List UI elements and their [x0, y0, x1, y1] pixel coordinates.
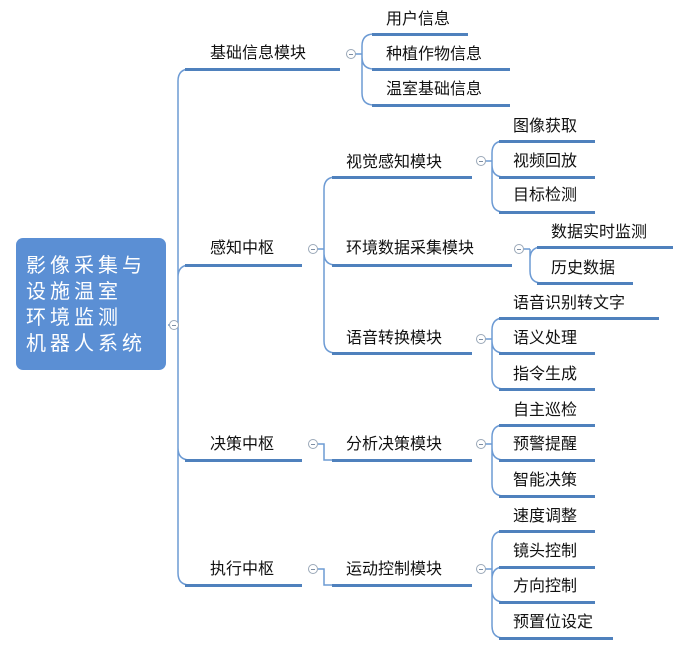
leaf-speed-adjust-underline	[499, 530, 595, 533]
leaf-target-detection[interactable]: 目标检测	[513, 185, 578, 204]
leaf-alert-reminder[interactable]: 预警提醒	[513, 434, 578, 453]
analysis-collapse-icon[interactable]	[476, 439, 486, 449]
module-motion-underline	[332, 584, 472, 587]
leaf-video-playback[interactable]: 视频回放	[513, 151, 578, 170]
basic-info-connector	[352, 33, 375, 106]
leaf-user-info[interactable]: 用户信息	[386, 9, 451, 28]
branch-basic-info-underline	[185, 68, 340, 71]
leaf-lens-control[interactable]: 镜头控制	[513, 541, 578, 560]
root-line-3: 环境监测	[26, 305, 122, 329]
module-voice-underline	[332, 352, 472, 355]
leaf-command-generation[interactable]: 指令生成	[513, 364, 578, 383]
leaf-greenhouse-info-underline	[372, 104, 510, 107]
leaf-direction-control-underline	[499, 601, 595, 604]
leaf-history-data-underline	[537, 282, 633, 285]
branch-execution[interactable]: 执行中枢	[210, 559, 275, 578]
leaf-auto-patrol-underline	[499, 424, 595, 427]
module-analysis[interactable]: 分析决策模块	[346, 434, 443, 453]
module-voice[interactable]: 语音转换模块	[346, 328, 443, 347]
module-env-data-underline	[332, 264, 512, 267]
leaf-lens-control-underline	[499, 566, 595, 569]
leaf-video-playback-underline	[499, 176, 595, 179]
leaf-direction-control[interactable]: 方向控制	[513, 576, 578, 595]
leaf-preset-position-underline	[499, 637, 613, 640]
voice-connector	[482, 317, 505, 390]
root-node[interactable]: 影像采集与 设施温室 环境监测 机器人系统	[16, 238, 166, 370]
leaf-image-capture-underline	[499, 140, 595, 143]
execution-link	[318, 568, 332, 586]
root-line-4: 机器人系统	[26, 331, 146, 355]
leaf-target-detection-underline	[499, 211, 595, 214]
leaf-speech-to-text[interactable]: 语音识别转文字	[513, 293, 626, 312]
basic-info-collapse-icon[interactable]	[346, 49, 356, 59]
module-vision-underline	[332, 176, 472, 179]
root-line-2: 设施温室	[26, 279, 122, 303]
leaf-greenhouse-info[interactable]: 温室基础信息	[386, 79, 483, 98]
module-motion[interactable]: 运动控制模块	[346, 559, 443, 578]
perception-collapse-icon[interactable]	[308, 244, 318, 254]
leaf-smart-decision[interactable]: 智能决策	[513, 470, 578, 489]
vision-connector	[482, 140, 505, 213]
leaf-alert-reminder-underline	[499, 459, 595, 462]
leaf-realtime-monitor-underline	[537, 246, 673, 249]
motion-collapse-icon[interactable]	[476, 564, 486, 574]
branch-perception-underline	[185, 264, 302, 267]
leaf-user-info-underline	[372, 33, 468, 36]
leaf-realtime-monitor[interactable]: 数据实时监测	[551, 222, 648, 241]
vision-collapse-icon[interactable]	[476, 156, 486, 166]
branch-decision[interactable]: 决策中枢	[210, 434, 275, 453]
leaf-smart-decision-underline	[499, 495, 595, 498]
voice-collapse-icon[interactable]	[476, 334, 486, 344]
motion-connector	[482, 530, 505, 639]
leaf-crop-info-underline	[372, 68, 510, 71]
leaf-auto-patrol[interactable]: 自主巡检	[513, 400, 578, 419]
module-analysis-underline	[332, 459, 472, 462]
branch-decision-underline	[185, 459, 302, 462]
root-line-1: 影像采集与	[26, 253, 146, 277]
leaf-semantic-processing[interactable]: 语义处理	[513, 328, 578, 347]
root-collapse-icon[interactable]	[169, 320, 179, 330]
leaf-history-data[interactable]: 历史数据	[551, 258, 616, 277]
module-vision[interactable]: 视觉感知模块	[346, 152, 443, 171]
leaf-semantic-processing-underline	[499, 352, 595, 355]
leaf-speed-adjust[interactable]: 速度调整	[513, 506, 578, 525]
decision-link	[318, 443, 332, 461]
module-env-data[interactable]: 环境数据采集模块	[346, 238, 475, 257]
decision-collapse-icon[interactable]	[308, 439, 318, 449]
leaf-image-capture[interactable]: 图像获取	[513, 116, 578, 135]
analysis-connector	[482, 424, 505, 497]
execution-collapse-icon[interactable]	[308, 564, 318, 574]
leaf-speech-to-text-underline	[499, 317, 659, 320]
env-data-connector	[520, 246, 543, 284]
branch-execution-underline	[185, 584, 302, 587]
leaf-crop-info[interactable]: 种植作物信息	[386, 44, 483, 63]
branch-perception[interactable]: 感知中枢	[210, 238, 275, 257]
leaf-preset-position[interactable]: 预置位设定	[513, 612, 594, 631]
env-data-collapse-icon[interactable]	[514, 244, 524, 254]
branch-basic-info[interactable]: 基础信息模块	[210, 43, 307, 62]
perception-connector	[314, 176, 337, 354]
leaf-command-generation-underline	[499, 388, 595, 391]
